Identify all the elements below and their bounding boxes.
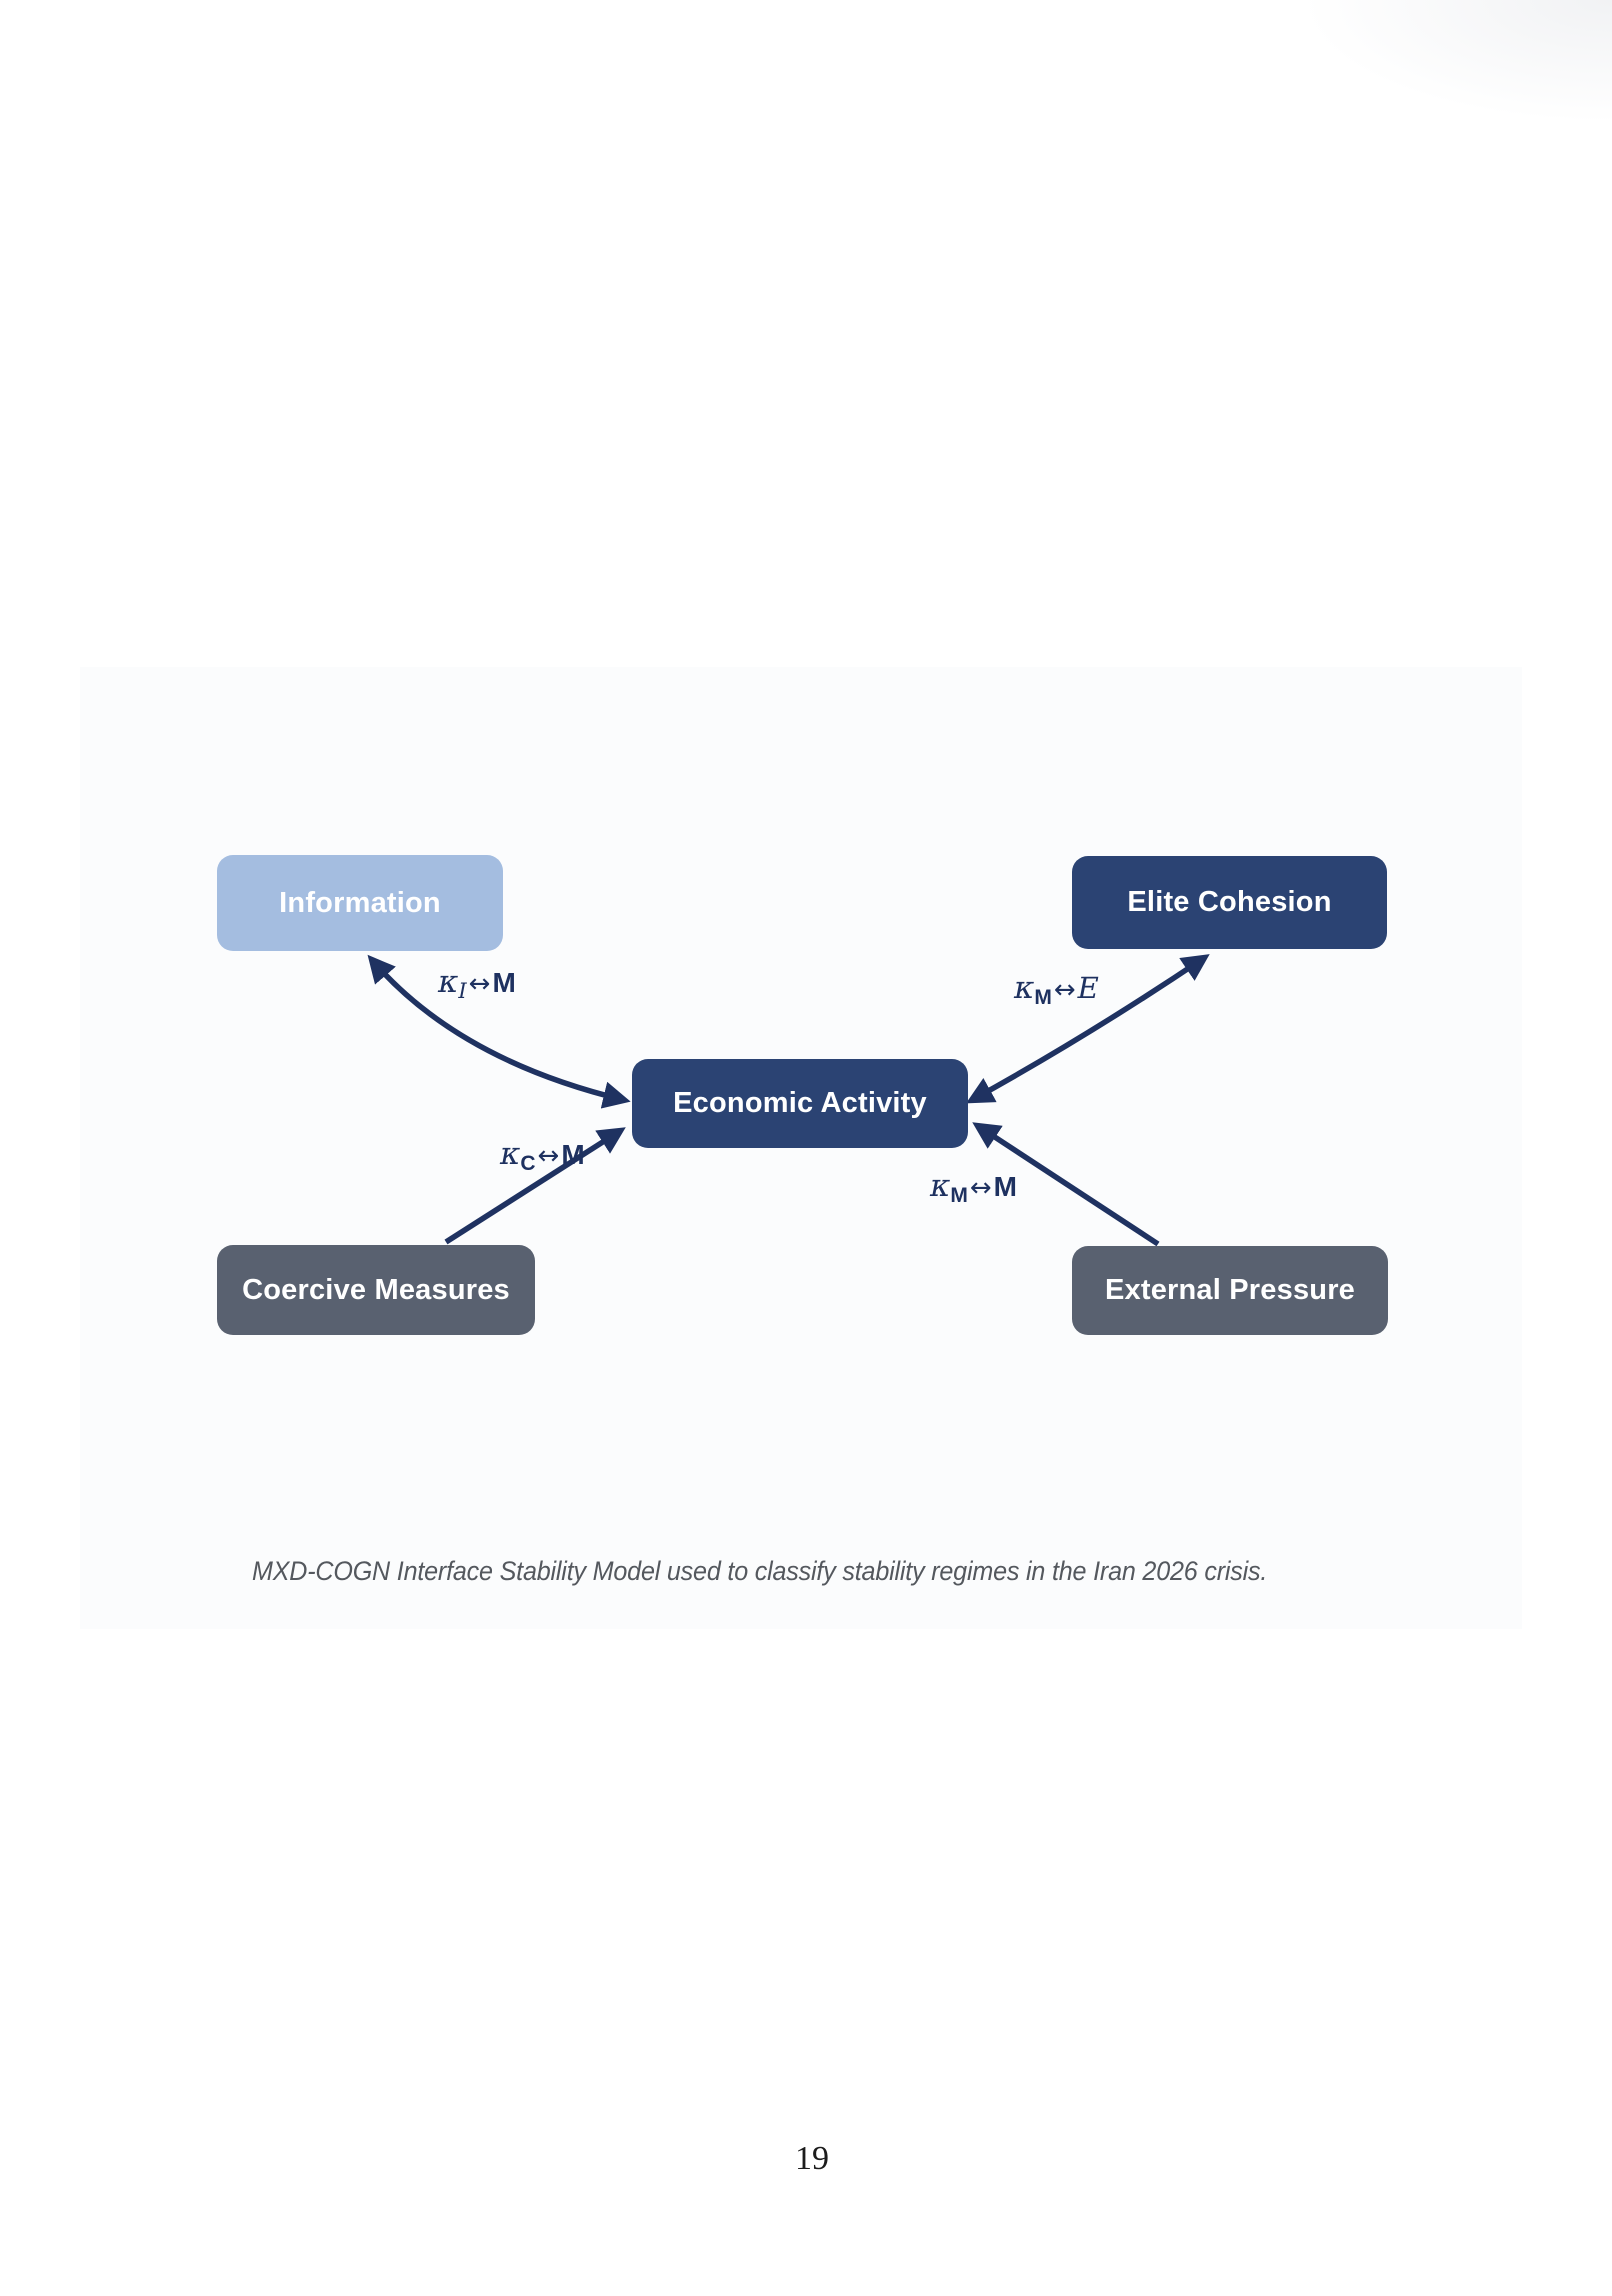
- edge-economic-elite: [965, 954, 1210, 1104]
- edge-information-economic: [367, 954, 631, 1109]
- bidirectional-arrow-glyph: ↔: [537, 1141, 560, 1171]
- edge-label-info-econ: κI↔M: [438, 964, 516, 1009]
- bidirectional-arrow-glyph: ↔: [969, 1173, 992, 1203]
- coupling-target: M: [561, 1139, 585, 1170]
- bidirectional-arrow-glyph: ↔: [1053, 975, 1076, 1005]
- edge-label-external-econ: κM↔M: [930, 1168, 1017, 1214]
- node-economic-activity: Economic Activity: [632, 1059, 968, 1148]
- edge-coercive-economic: [444, 1127, 626, 1245]
- kappa-symbol: κ: [930, 1168, 951, 1204]
- node-coercive-measures: Coercive Measures: [217, 1245, 535, 1335]
- kappa-subscript: M: [950, 1184, 968, 1207]
- kappa-symbol: κ: [438, 964, 459, 1000]
- kappa-subscript: M: [1034, 986, 1052, 1009]
- edge-label-econ-elite: κM↔E: [1014, 970, 1099, 1016]
- figure-panel: [80, 667, 1522, 1629]
- bidirectional-arrow-glyph: ↔: [468, 969, 491, 999]
- page-number: 19: [795, 2140, 829, 2177]
- node-elite-cohesion: Elite Cohesion: [1072, 856, 1387, 949]
- kappa-subscript: I: [458, 979, 467, 1003]
- coupling-target: E: [1077, 971, 1099, 1005]
- edge-external-economic: [972, 1122, 1160, 1247]
- figure-caption: MXD-COGN Interface Stability Model used …: [252, 1556, 1268, 1586]
- edge-label-coercive-econ: κC↔M: [500, 1136, 585, 1182]
- node-information: Information: [217, 855, 503, 951]
- kappa-symbol: κ: [1014, 970, 1035, 1006]
- coupling-target: M: [993, 1171, 1017, 1202]
- kappa-subscript: C: [520, 1152, 536, 1175]
- kappa-symbol: κ: [500, 1136, 521, 1172]
- coupling-target: M: [492, 967, 516, 998]
- node-external-pressure: External Pressure: [1072, 1246, 1388, 1335]
